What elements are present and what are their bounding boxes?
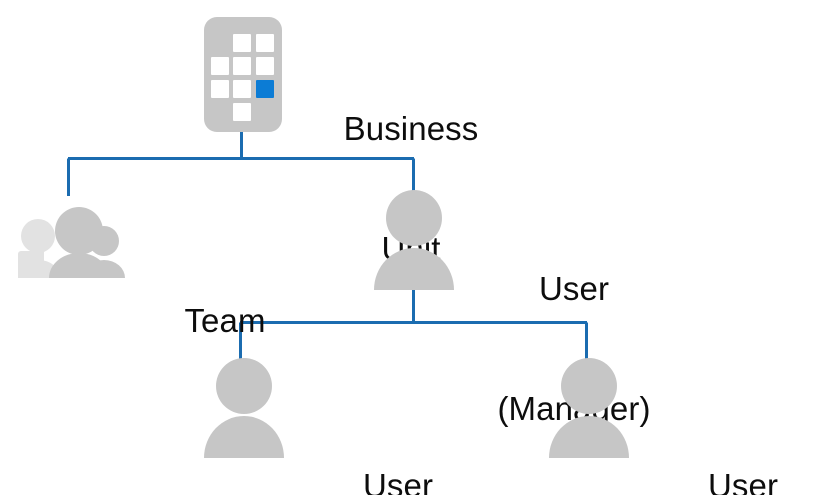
- person-body: [549, 416, 629, 458]
- business-unit-label: Business Unit: [316, 28, 506, 350]
- person-head: [216, 358, 272, 414]
- user-icon-left: [204, 358, 284, 458]
- business-unit-label-line-1: Business: [343, 109, 479, 147]
- building-window: [233, 57, 251, 75]
- person-body: [204, 416, 284, 458]
- people-group-icon-shoulder-notch: [18, 251, 44, 278]
- user-icon-manager: [374, 190, 454, 290]
- people-group-icon-member-center: [49, 207, 109, 278]
- team-label: Team: [160, 220, 290, 421]
- building-icon: [204, 17, 282, 132]
- building-window: [233, 80, 251, 98]
- building-window: [211, 80, 229, 98]
- building-window-highlighted: [256, 80, 274, 98]
- person-head: [561, 358, 617, 414]
- user-manager-label-line-1: User: [538, 269, 610, 307]
- person-body: [49, 253, 109, 278]
- building-window: [256, 34, 274, 52]
- person-head: [55, 207, 103, 255]
- user-left-label: User: [333, 385, 463, 495]
- user-right-label: User: [678, 385, 808, 495]
- user-icon-right: [549, 358, 629, 458]
- building-window: [233, 34, 251, 52]
- building-window: [233, 103, 251, 121]
- building-window: [256, 57, 274, 75]
- team-label-line-1: Team: [184, 301, 266, 339]
- person-body: [374, 248, 454, 290]
- person-head: [386, 190, 442, 246]
- user-right-label-line-1: User: [707, 466, 779, 495]
- person-head: [21, 219, 55, 253]
- user-left-label-line-1: User: [362, 466, 434, 495]
- building-window: [211, 57, 229, 75]
